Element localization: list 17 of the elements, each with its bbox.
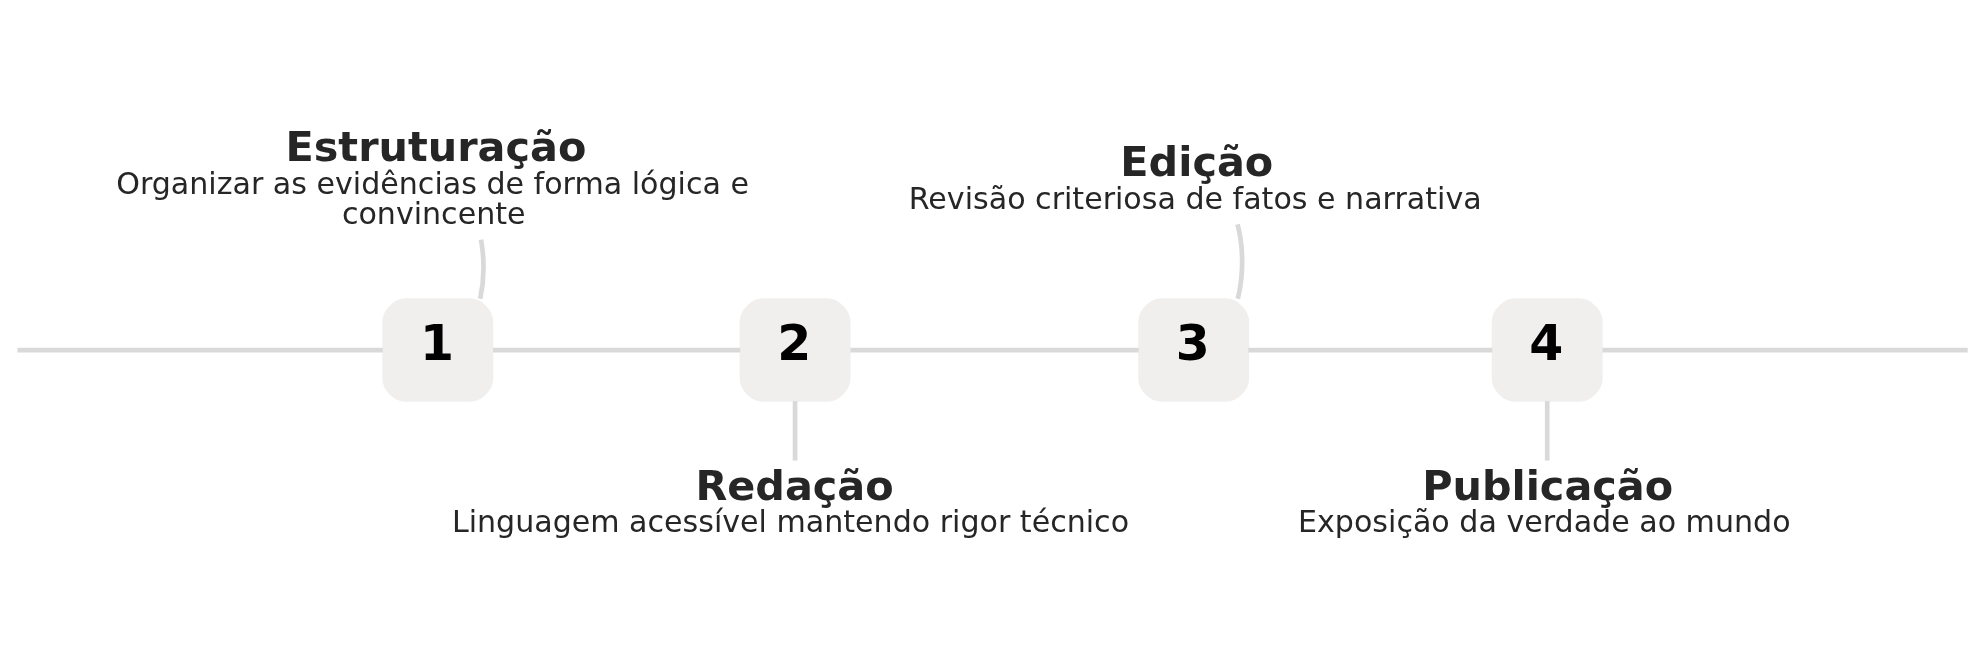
connector [1248,347,1493,352]
connector [492,347,741,352]
connector [1235,223,1245,299]
connector [792,400,798,461]
connector [850,347,1139,352]
node-box: 3 [1138,297,1250,402]
node-text: Edição Revisão criteriosa de fatos e narrativa [908,137,1482,216]
node-box: 1 [382,297,494,402]
connector [1602,347,1968,352]
node-box: 2 [739,297,851,402]
node-text: Estruturação Organizar as evidências de forma lógica e convincente [116,122,749,231]
connector [477,238,486,299]
node-text: Publicação Exposição da verdade ao mundo [1298,461,1791,539]
connector [1544,400,1550,461]
node-box: 4 [1491,297,1603,402]
connector [17,347,383,352]
node-text: Redação Linguagem acessível mantendo rigor técnico [451,461,1130,539]
